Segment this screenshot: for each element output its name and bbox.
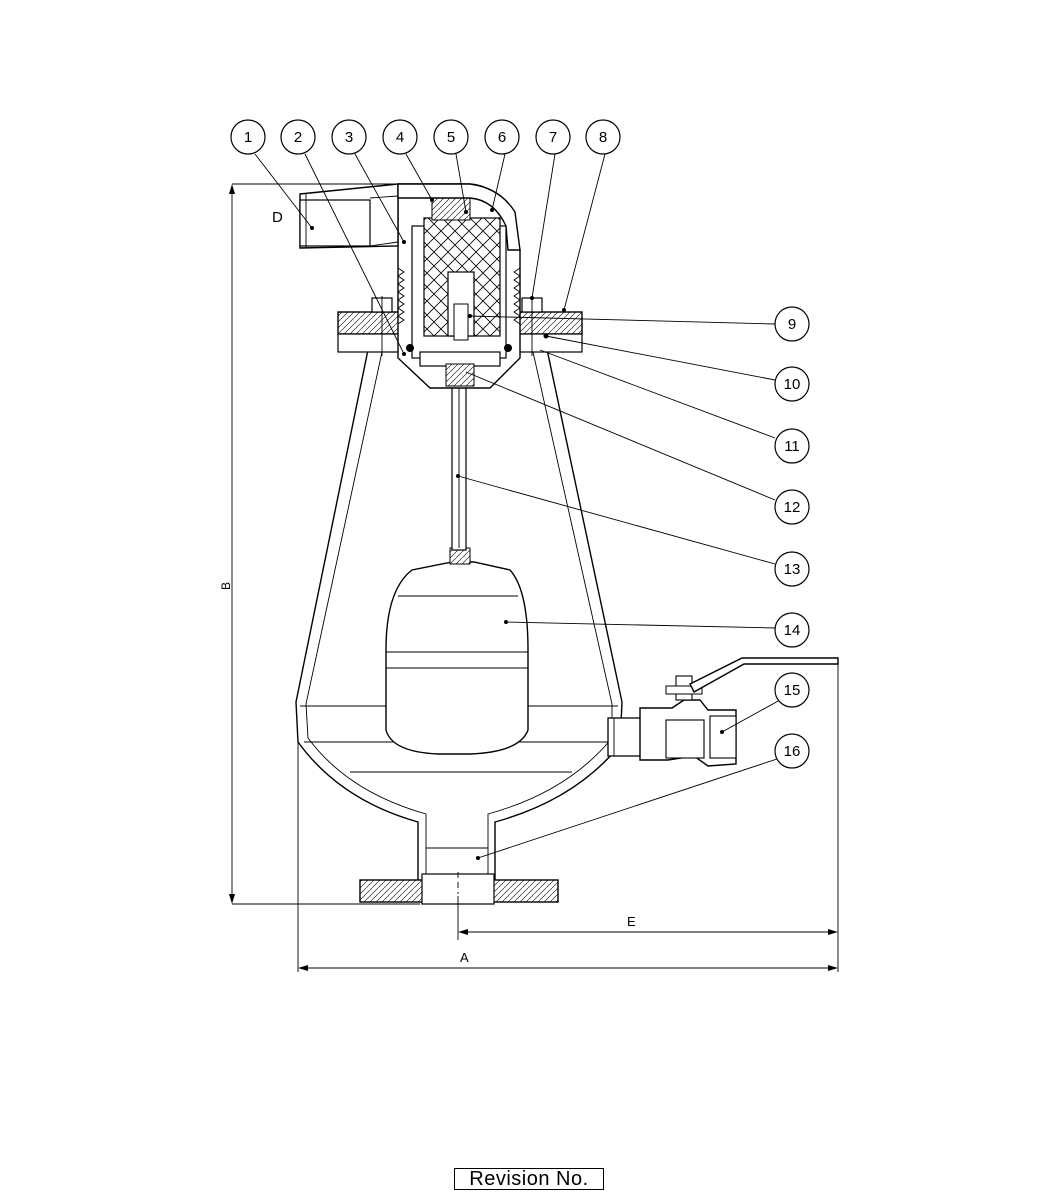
balloon-3: 3 — [331, 119, 367, 155]
sealing-element — [406, 197, 512, 352]
dimension-b — [229, 183, 420, 905]
balloon-8: 8 — [585, 119, 621, 155]
balloon-6-label: 6 — [498, 129, 506, 146]
balloon-16: 16 — [774, 733, 810, 769]
dimension-label-a: A — [460, 950, 469, 965]
balloon-2-label: 2 — [294, 129, 302, 146]
balloon-3-label: 3 — [345, 129, 353, 146]
dimension-label-d: D — [272, 209, 283, 226]
balloon-7-label: 7 — [549, 129, 557, 146]
balloon-13: 13 — [774, 551, 810, 587]
outlet-d — [299, 183, 521, 251]
bottom-flange — [359, 872, 559, 905]
balloon-6: 6 — [484, 119, 520, 155]
balloon-14-label: 14 — [784, 622, 801, 639]
balloon-2: 2 — [280, 119, 316, 155]
balloon-11-label: 11 — [784, 438, 800, 455]
balloon-9-label: 9 — [788, 316, 796, 333]
balloon-5-label: 5 — [447, 129, 455, 146]
balloon-1-label: 1 — [244, 129, 252, 146]
leader-lines — [254, 153, 781, 859]
balloon-13-label: 13 — [784, 561, 801, 578]
dimension-label-b: B — [219, 582, 233, 590]
balloon-7: 7 — [535, 119, 571, 155]
dimension-a — [297, 742, 838, 972]
balloon-4: 4 — [382, 119, 418, 155]
balloon-9: 9 — [774, 306, 810, 342]
balloon-14: 14 — [774, 612, 810, 648]
float — [385, 547, 529, 755]
balloon-11: 11 — [774, 428, 810, 464]
dimension-e — [457, 664, 839, 972]
balloon-12: 12 — [774, 489, 810, 525]
balloon-15-label: 15 — [784, 682, 801, 699]
balloon-1: 1 — [230, 119, 266, 155]
balloon-15: 15 — [774, 672, 810, 708]
float-stem — [451, 361, 467, 551]
ball-valve — [607, 657, 839, 767]
balloon-8-label: 8 — [599, 129, 607, 146]
balloon-10: 10 — [774, 366, 810, 402]
balloon-5: 5 — [433, 119, 469, 155]
balloon-16-label: 16 — [784, 743, 801, 760]
balloon-4-label: 4 — [396, 129, 404, 146]
balloon-10-label: 10 — [784, 376, 801, 393]
balloon-12-label: 12 — [784, 499, 801, 516]
leader-dots — [310, 198, 724, 860]
revision-number-box: Revision No. — [454, 1168, 604, 1190]
dimension-label-e: E — [627, 914, 636, 929]
